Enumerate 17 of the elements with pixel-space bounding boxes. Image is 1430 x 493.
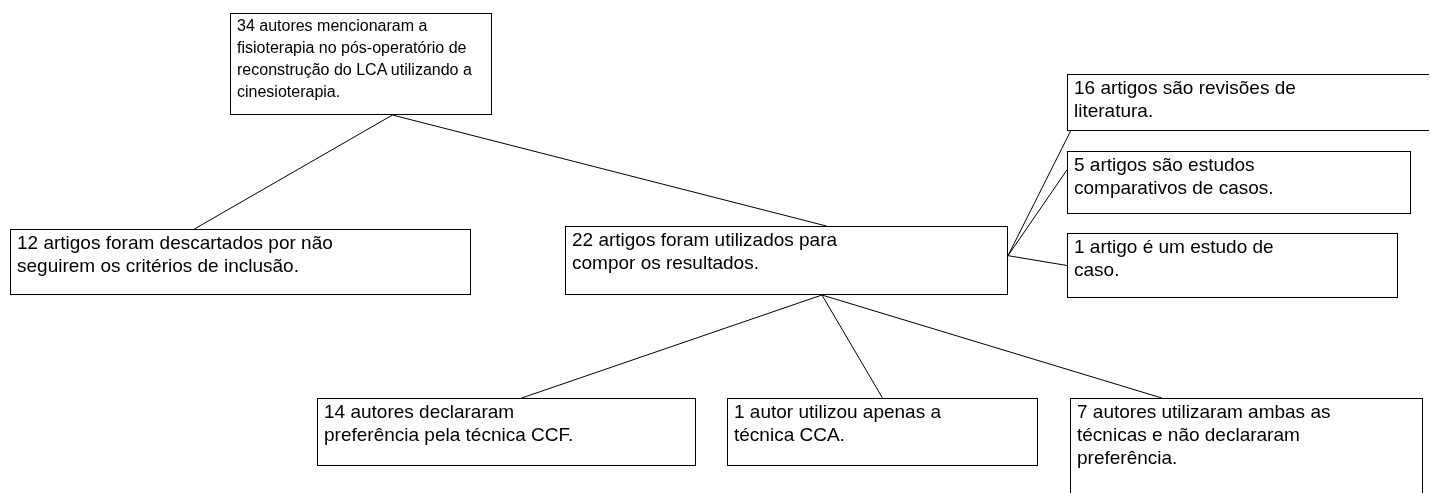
text-box: 34 autores mencionaram a fisioterapia no pós-operatório de reconstrução do LCA utilizando a cinesioterapia.: [230, 13, 492, 115]
text-box: 14 autores declararam preferência pela técnica CCF.: [317, 398, 696, 466]
connector-line: [821, 294, 1163, 399]
text-box: 22 artigos foram utilizados para compor os resultados.: [565, 226, 1008, 295]
text-box: 5 artigos são estudos comparativos de casos.: [1067, 151, 1411, 214]
connector-line: [521, 294, 823, 399]
connector-line: [391, 114, 827, 227]
connector-line: [193, 114, 393, 230]
text-box: 1 artigo é um estudo de caso.: [1067, 233, 1398, 298]
text-box: 1 autor utilizou apenas a técnica CCA.: [727, 398, 1038, 466]
connector-line: [1007, 255, 1068, 266]
connector-line: [1007, 130, 1072, 257]
connector-line: [821, 294, 883, 399]
connector-line: [1007, 169, 1068, 257]
text-box: 7 autores utilizaram ambas as técnicas e não declararam preferência.: [1070, 398, 1423, 493]
text-box: 16 artigos são revisões de literatura.: [1067, 74, 1429, 131]
text-box: 12 artigos foram descartados por não seguirem os critérios de inclusão.: [10, 229, 471, 295]
